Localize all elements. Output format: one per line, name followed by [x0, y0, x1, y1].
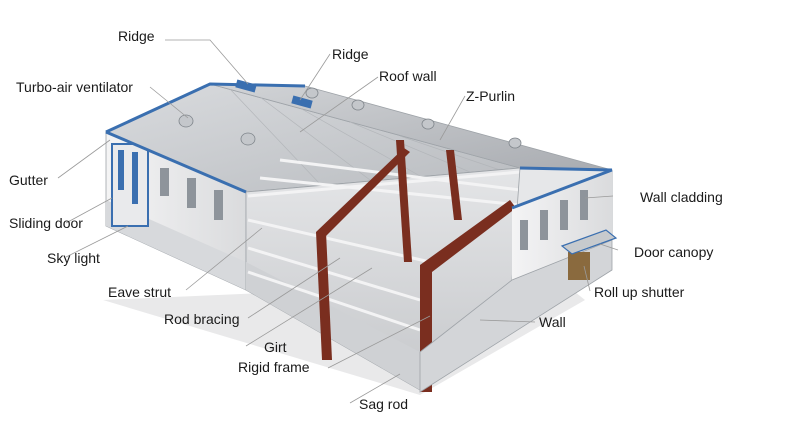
gable-window — [560, 200, 568, 230]
gable-window — [187, 178, 196, 208]
label-wall: Wall — [539, 314, 566, 330]
label-girt: Girt — [264, 339, 287, 355]
label-sag-rod: Sag rod — [359, 396, 409, 412]
label-wall-cladding: Wall cladding — [640, 189, 723, 205]
front-wall-lower — [246, 262, 420, 390]
leader-lines — [57, 39, 619, 404]
right-lower-wall — [419, 239, 613, 393]
label-rigid-frame: Rigid frame — [238, 359, 310, 375]
turbo-ventilators — [178, 87, 522, 149]
rigid-frames — [316, 140, 516, 392]
gable-window — [540, 210, 548, 240]
label-gutter: Gutter — [9, 172, 48, 188]
door-canopy — [560, 229, 618, 255]
gable-window — [580, 190, 588, 220]
trim-gutters — [105, 82, 613, 210]
roll-up-shutter — [568, 252, 590, 280]
label-roof-wall: Roof wall — [379, 68, 437, 84]
sky-light-strip — [291, 95, 313, 109]
sliding-door — [111, 143, 149, 227]
gable-window — [520, 220, 528, 250]
label-rod-bracing: Rod bracing — [164, 311, 240, 327]
label-ridge-left: Ridge — [118, 28, 155, 44]
label-turbo-air-ventilator: Turbo-air ventilator — [16, 79, 133, 95]
label-sky-light: Sky light — [47, 250, 100, 266]
sliding-door-stripe — [132, 152, 138, 204]
label-ridge-right: Ridge — [332, 46, 369, 62]
label-eave-strut: Eave strut — [108, 284, 172, 300]
label-z-purlin: Z-Purlin — [466, 88, 516, 104]
label-roll-up-shutter: Roll up shutter — [594, 284, 685, 300]
label-sliding-door: Sliding door — [9, 215, 83, 231]
gable-window — [214, 190, 223, 220]
gable-window — [160, 168, 169, 196]
sliding-door-stripe — [118, 150, 124, 190]
label-door-canopy: Door canopy — [634, 244, 714, 260]
